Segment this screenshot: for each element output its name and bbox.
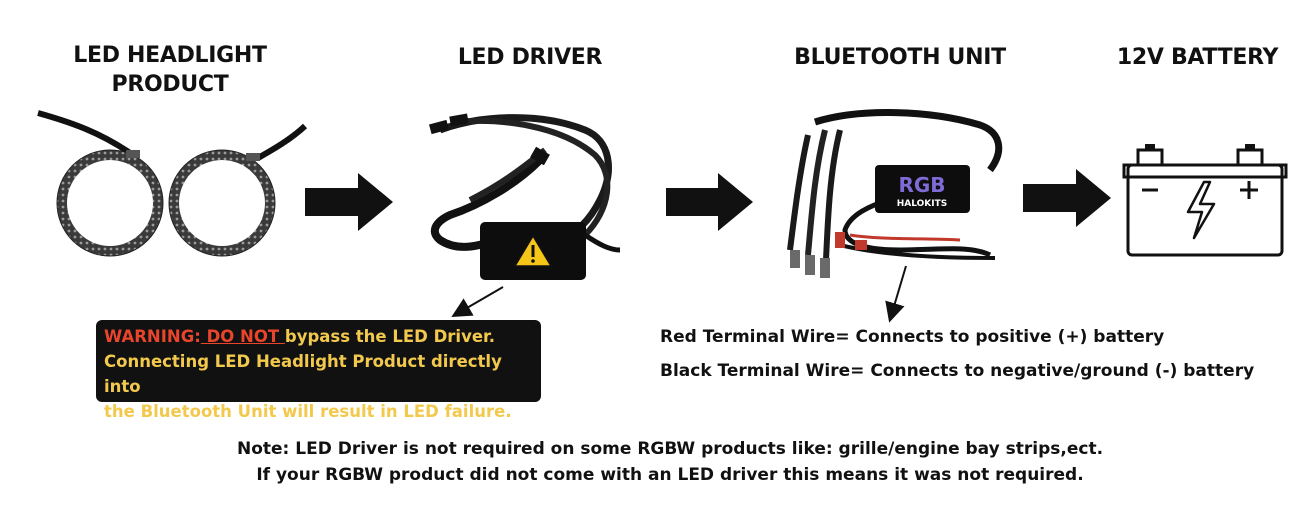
note-line-2: If your RGBW product did not come with a… <box>150 465 1190 485</box>
rgb-logo: RGB <box>898 173 945 197</box>
warning-box: WARNING: DO NOT bypass the LED Driver. C… <box>96 320 541 402</box>
battery-terminal-left <box>1138 150 1162 165</box>
warning-do-not: DO NOT <box>201 327 285 346</box>
headlight-ring-right <box>174 155 270 251</box>
warning-line1-rest: bypass the LED Driver. <box>285 327 495 346</box>
pointer-arrow-terminal <box>892 266 906 313</box>
battery-illustration <box>1124 144 1286 255</box>
led-headlight-rings <box>38 113 305 256</box>
black-terminal-text: Black Terminal Wire= Connects to negativ… <box>660 361 1254 381</box>
led-driver-illustration <box>429 114 620 280</box>
lightning-bolt-icon <box>1188 182 1214 238</box>
bluetooth-unit-illustration: RGB HALOKITS <box>790 113 999 278</box>
warning-line-3: the Bluetooth Unit will result in LED fa… <box>104 399 533 424</box>
red-terminal-text: Red Terminal Wire= Connects to positive … <box>660 327 1164 347</box>
warning-line-2: Connecting LED Headlight Product directl… <box>104 349 533 399</box>
battery-terminal-right <box>1238 150 1262 165</box>
pointer-arrow-warning <box>460 287 503 312</box>
flow-arrow-1 <box>305 173 393 231</box>
headlight-cable-right <box>258 126 305 158</box>
halokits-logo: HALOKITS <box>897 199 948 209</box>
flow-arrow-2 <box>666 173 753 231</box>
warning-line-1: WARNING: DO NOT bypass the LED Driver. <box>104 324 533 349</box>
headlight-cable <box>38 113 133 155</box>
warning-prefix: WARNING: <box>104 327 201 346</box>
flow-arrow-3 <box>1023 169 1111 227</box>
headlight-ring-left <box>62 155 158 251</box>
plus-sign-icon <box>1240 181 1258 199</box>
note-line-1: Note: LED Driver is not required on some… <box>150 439 1190 459</box>
